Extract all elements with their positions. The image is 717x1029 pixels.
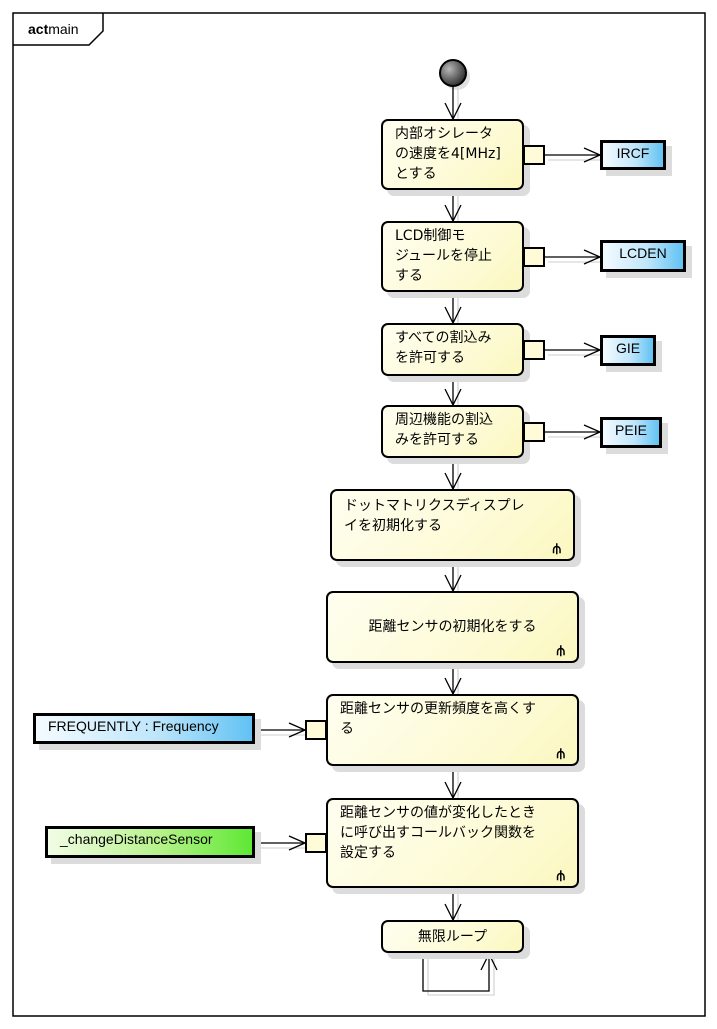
action-label-line: 無限ループ: [417, 928, 488, 945]
action-label-line: 距離センサの初期化をする: [368, 619, 537, 635]
frame-title: actmain: [28, 21, 79, 37]
object-node-frequently[interactable]: FREQUENTLY : Frequency: [33, 713, 255, 744]
action-label-line: 周辺機能の割込: [395, 412, 493, 428]
action-label-line: とする: [395, 166, 437, 182]
action-init-dot-matrix[interactable]: ドットマトリクスディスプレ イを初期化する ⫛: [330, 489, 575, 561]
object-node-ircf[interactable]: IRCF: [600, 140, 666, 170]
input-pin[interactable]: [305, 833, 327, 853]
output-pin[interactable]: [523, 247, 545, 267]
call-behavior-icon: ⫛: [556, 643, 565, 659]
call-behavior-icon: ⫛: [556, 746, 565, 762]
initial-node: [439, 59, 467, 87]
object-label: FREQUENTLY : Frequency: [48, 718, 219, 734]
object-label: GIE: [615, 340, 641, 356]
output-pin[interactable]: [523, 340, 545, 360]
action-label-line: る: [340, 721, 354, 737]
action-label-line: の速度を4[MHz]: [395, 146, 501, 162]
call-behavior-icon: ⫛: [552, 541, 561, 557]
frame-border: [12, 12, 706, 1017]
action-label-line: に呼び出すコールバック関数を: [340, 825, 536, 841]
action-set-oscillator[interactable]: 内部オシレータ の速度を4[MHz] とする: [381, 119, 524, 190]
action-infinite-loop[interactable]: 無限ループ: [381, 920, 524, 953]
action-label-line: 設定する: [340, 845, 396, 861]
frame-kind: act: [28, 21, 49, 37]
action-label-line: LCD制御モ: [395, 228, 466, 244]
object-node-change-distance-sensor[interactable]: _changeDistanceSensor: [45, 826, 255, 858]
call-behavior-icon: ⫛: [556, 868, 565, 884]
action-enable-all-interrupts[interactable]: すべての割込み を許可する: [381, 323, 524, 376]
input-pin[interactable]: [305, 720, 327, 740]
action-label-line: すべての割込み: [395, 330, 492, 346]
output-pin[interactable]: [523, 422, 545, 442]
object-node-peie[interactable]: PEIE: [600, 417, 662, 448]
action-label-line: 距離センサの更新頻度を高くす: [340, 701, 536, 717]
object-label: PEIE: [615, 422, 647, 438]
object-node-lcden[interactable]: LCDEN: [600, 240, 686, 272]
action-label-line: を許可する: [395, 350, 465, 366]
action-stop-lcd[interactable]: LCD制御モ ジュールを停止 する: [381, 221, 524, 292]
action-label-line: ドットマトリクスディスプレ: [344, 498, 525, 514]
action-enable-peripheral-interrupts[interactable]: 周辺機能の割込 みを許可する: [381, 405, 524, 458]
action-label-line: する: [395, 268, 423, 284]
action-label-line: イを初期化する: [344, 518, 442, 534]
object-label: LCDEN: [619, 245, 667, 261]
action-init-distance-sensor[interactable]: 距離センサの初期化をする ⫛: [326, 591, 579, 663]
action-set-sensor-frequency[interactable]: 距離センサの更新頻度を高くす る ⫛: [326, 694, 579, 766]
action-label-line: 内部オシレータ: [395, 126, 493, 142]
action-label-line: みを許可する: [395, 432, 479, 448]
object-node-gie[interactable]: GIE: [600, 335, 656, 366]
output-pin[interactable]: [523, 145, 545, 165]
action-label-line: ジュールを停止: [395, 248, 493, 264]
object-label: _changeDistanceSensor: [60, 831, 213, 847]
frame-label-tab: [13, 13, 104, 46]
action-label-line: 距離センサの値が変化したとき: [340, 805, 536, 821]
frame-name: main: [48, 21, 79, 37]
object-label: IRCF: [616, 145, 650, 161]
action-set-sensor-callback[interactable]: 距離センサの値が変化したとき に呼び出すコールバック関数を 設定する ⫛: [326, 798, 579, 888]
